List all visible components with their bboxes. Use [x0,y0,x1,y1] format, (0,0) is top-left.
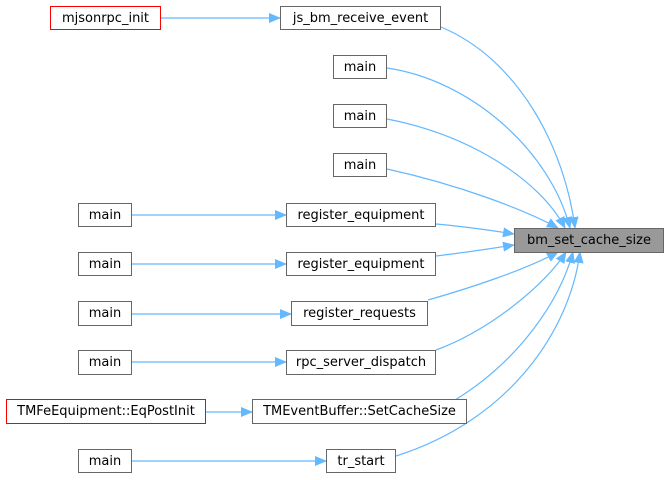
node-label: main [88,306,122,321]
node-register-requests[interactable]: register_requests [291,301,428,326]
node-main-b[interactable]: main [333,104,387,128]
edge-register-equipment-2-to-target [435,241,515,257]
node-label: main [343,157,377,173]
node-label: main [343,108,377,124]
node-register-equipment-2[interactable]: register_equipment [286,252,436,276]
edge-setcachesize-to-target [454,251,575,401]
node-main-4[interactable]: main [78,350,132,375]
node-label: TMEventBuffer::SetCacheSize [263,404,456,419]
node-label: TMFeEquipment::EqPostInit [17,404,195,419]
node-rpc-server-dispatch[interactable]: rpc_server_dispatch [286,350,436,375]
node-main-2[interactable]: main [78,252,132,276]
edge-main-b-to-target [386,118,566,229]
node-label: bm_set_cache_size [527,233,651,248]
node-tr-start[interactable]: tr_start [326,449,396,473]
edge-main-a-to-target [386,67,573,229]
node-label: register_equipment [297,256,425,272]
node-tmfeequipment-eqpostinit[interactable]: TMFeEquipment::EqPostInit [6,399,206,424]
target-node-bm-set-cache-size: bm_set_cache_size [514,228,664,253]
edge-main-c-to-target [386,168,559,229]
node-label: mjsonrpc_init [61,10,150,26]
node-register-equipment-1[interactable]: register_equipment [286,203,436,227]
edge-js-bm-receive-event-to-target [440,26,579,229]
node-label: js_bm_receive_event [292,10,429,26]
node-label: tr_start [337,453,385,469]
edge-register-equipment-1-to-target [435,223,515,238]
node-label: main [88,355,122,370]
node-tmeventbuffer-setcachesize[interactable]: TMEventBuffer::SetCacheSize [252,399,467,424]
node-label: main [88,453,122,469]
node-main-c[interactable]: main [333,153,387,177]
node-label: main [88,207,122,223]
node-label: main [88,256,122,272]
edge-register-requests-to-target [427,251,559,301]
node-label: register_requests [303,306,416,321]
node-main-5[interactable]: main [78,449,132,473]
node-js-bm-receive-event[interactable]: js_bm_receive_event [280,6,441,30]
node-label: register_equipment [297,207,425,223]
node-main-1[interactable]: main [78,203,132,227]
node-main-3[interactable]: main [78,301,132,326]
node-label: main [343,59,377,75]
node-label: rpc_server_dispatch [295,355,427,370]
edge-tr-start-to-target [395,251,584,457]
edge-rpc-server-dispatch-to-target [435,251,567,351]
node-mjsonrpc-init[interactable]: mjsonrpc_init [50,6,161,30]
node-main-a[interactable]: main [333,55,387,79]
